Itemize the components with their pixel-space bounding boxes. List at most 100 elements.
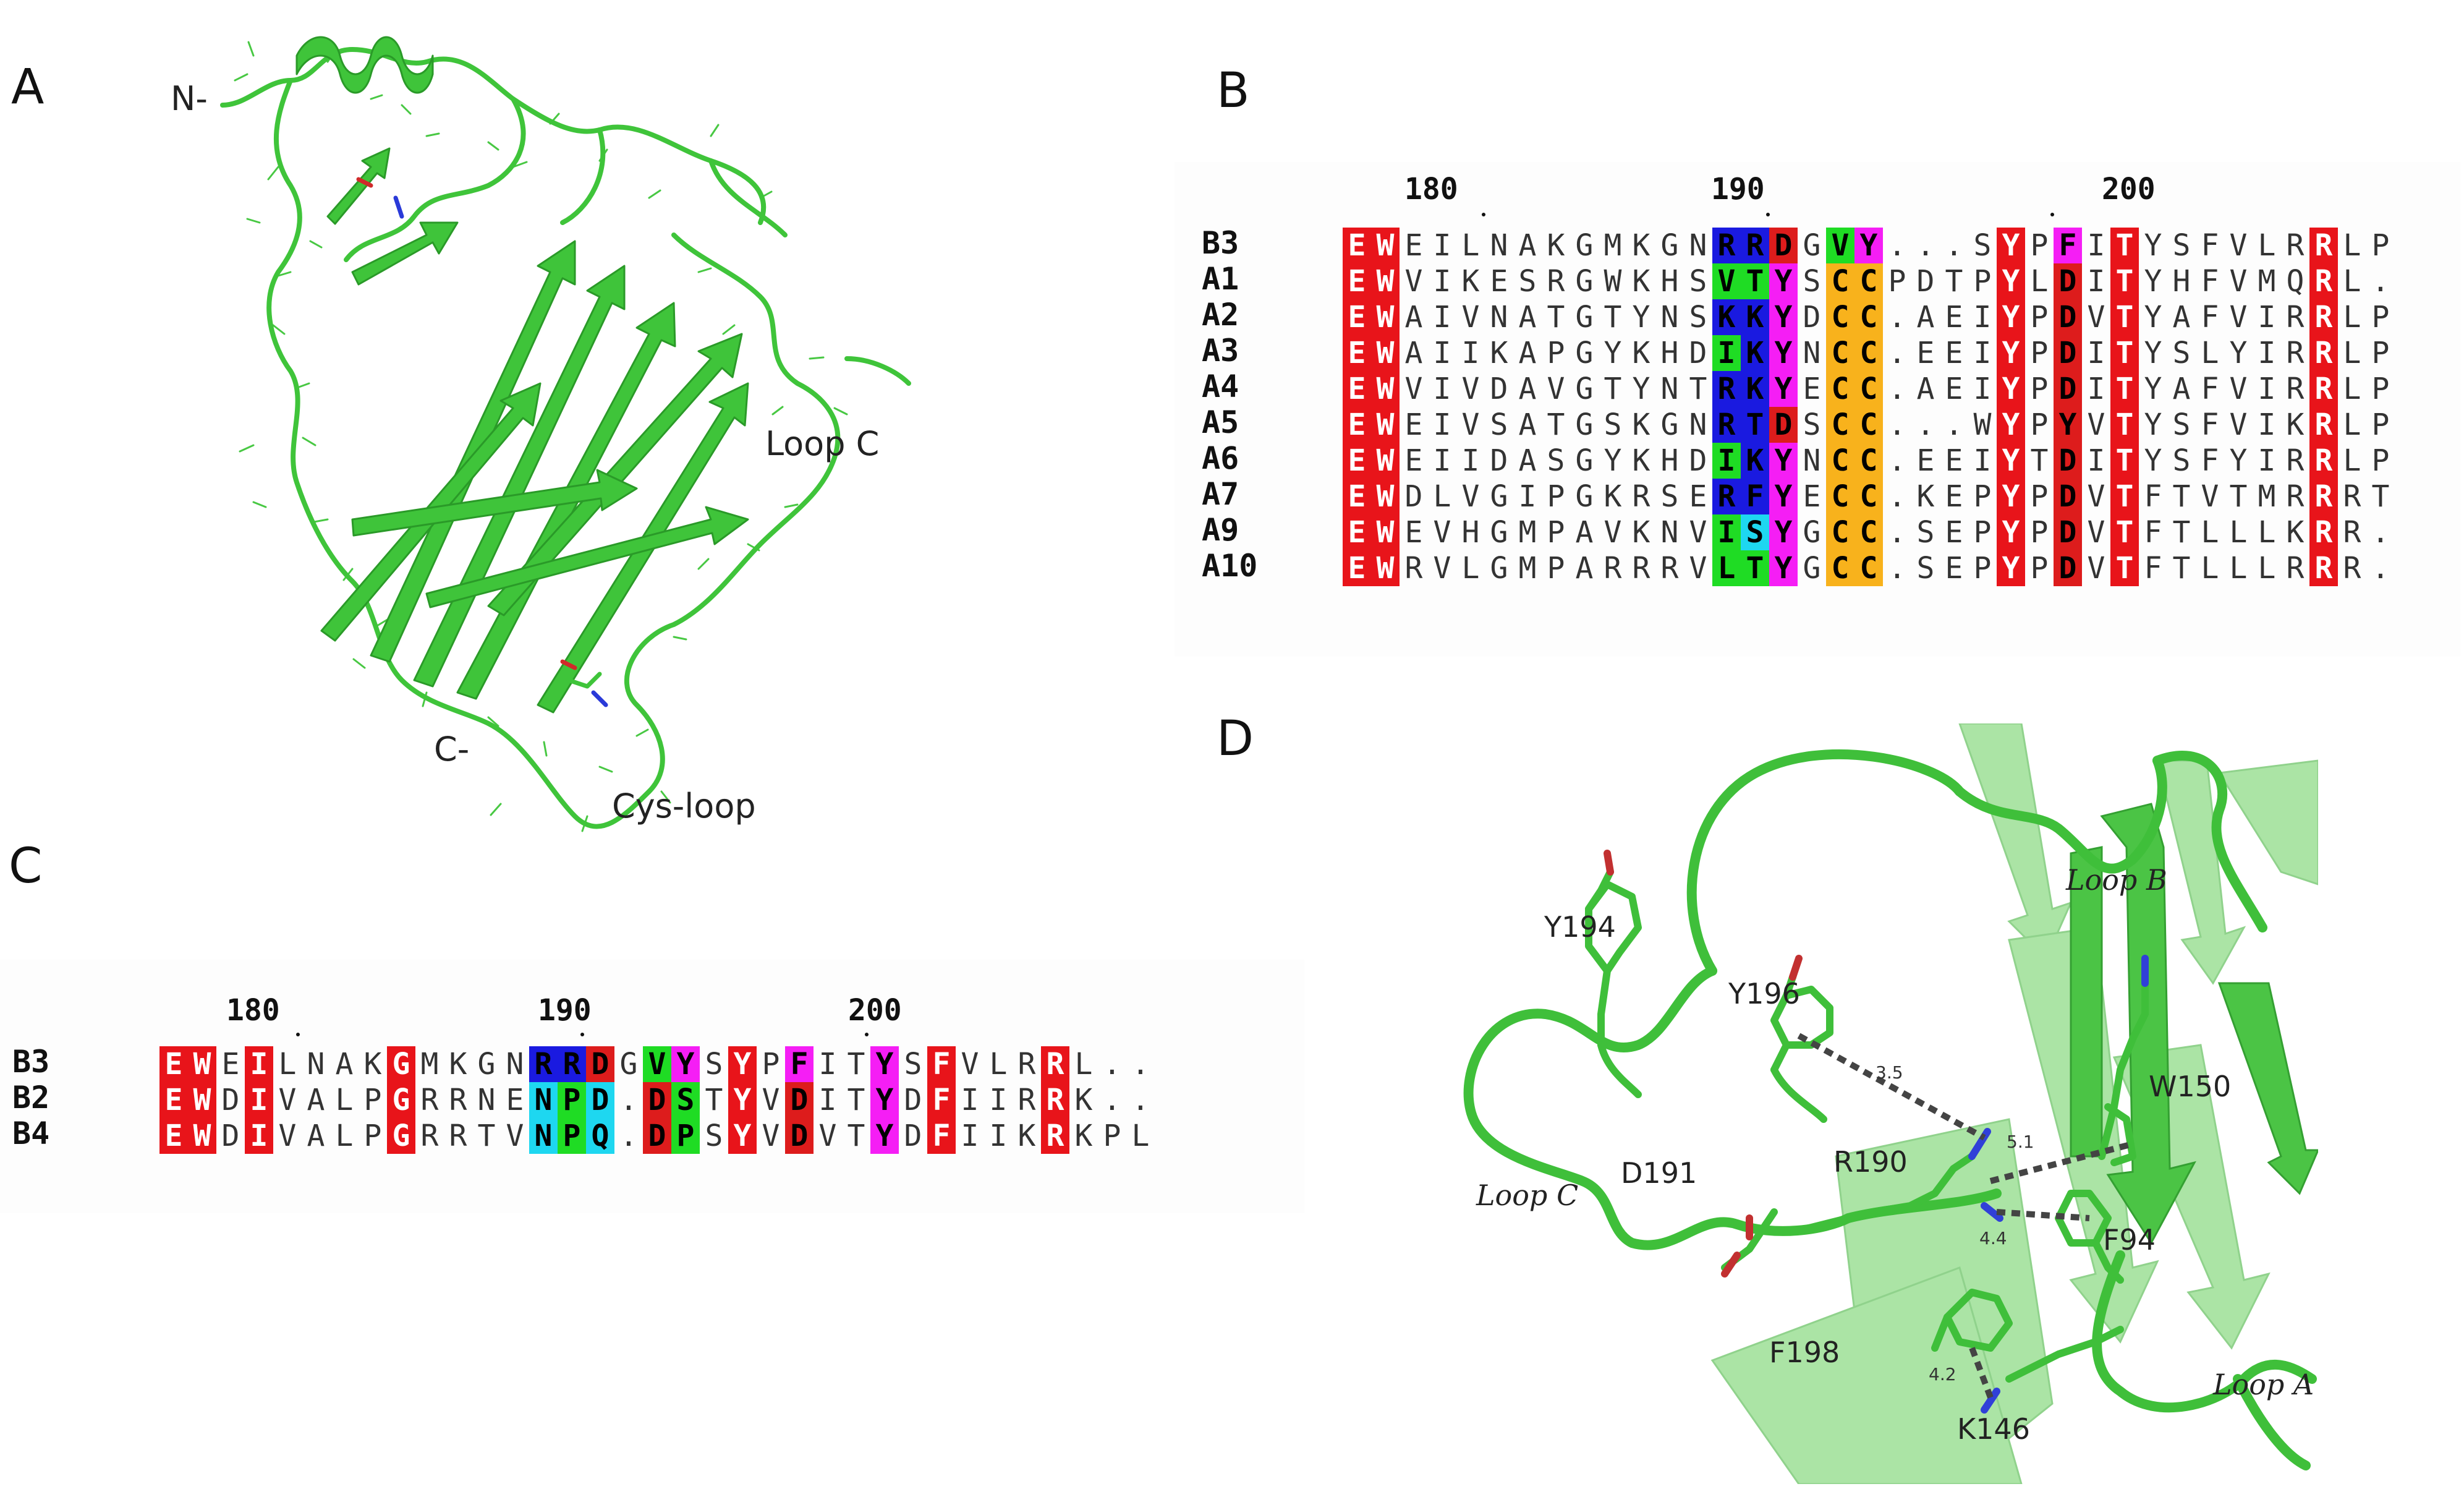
residue-cell: M [420, 1047, 439, 1082]
panel-letter-b: B [1217, 63, 1250, 119]
residue-cell: Q [586, 1118, 614, 1154]
sequence-name: B3 [12, 1044, 50, 1080]
residue-cell: W [1371, 371, 1400, 407]
residue-cell: S [1547, 443, 1565, 478]
residue-cell: I [1433, 407, 1451, 442]
residue-cell: S [1916, 515, 1935, 550]
residue-cell: K [1461, 264, 1480, 299]
residue-cell: C [1854, 371, 1883, 407]
residue-cell: P [363, 1119, 382, 1153]
residue-cell: I [2258, 443, 2276, 478]
residue-cell: V [1604, 515, 1622, 550]
sequence-name: B2 [12, 1080, 50, 1116]
residue-cell: I [2087, 443, 2105, 478]
residue-cell: L [2201, 551, 2219, 586]
residue-cell: D [2054, 335, 2082, 371]
residue-cell: D [586, 1046, 614, 1082]
residue-cell: D [1490, 443, 1508, 478]
residue-cell: V [1712, 263, 1741, 299]
residue-cell: R [2309, 263, 2338, 299]
residue-cell: M [1518, 515, 1537, 550]
tick-190: 190 [1711, 172, 1765, 207]
residue-cell: T [1741, 550, 1769, 586]
residue-cell: R [1041, 1046, 1069, 1082]
residue-cell: V [506, 1119, 524, 1153]
residue-cell: E [1490, 264, 1508, 299]
residue-cell: E [1404, 228, 1423, 263]
residue-cell: E [1343, 479, 1371, 514]
residue-cell: G [1490, 515, 1508, 550]
residue-cell: E [1343, 514, 1371, 550]
residue-cell: Y [2229, 443, 2248, 478]
residue-cell: F [785, 1046, 814, 1082]
residue-cell: G [387, 1046, 415, 1082]
residue-cell: Y [1769, 514, 1798, 550]
residue-cell: T [2110, 228, 2139, 263]
residue-cell: R [2343, 515, 2361, 550]
residue-cell: K [1490, 336, 1508, 370]
residue-cell: V [1433, 515, 1451, 550]
sequence-row: EWVIVDAVGTYNTRKYECC.AEIYPDITYAFVIRRLPEWV… [1343, 371, 2395, 407]
residue-cell: R [529, 1046, 558, 1082]
residue-cell: R [1712, 228, 1741, 263]
residue-cell: . [1103, 1047, 1121, 1082]
residue-cell: T [2110, 479, 2139, 514]
residue-cell: C [1854, 335, 1883, 371]
residue-cell: L [2030, 264, 2049, 299]
residue-cell: K [1741, 299, 1769, 335]
residue-cell: S [1689, 264, 1707, 299]
residue-cell: F [2201, 407, 2219, 442]
residue-cell: K [2286, 407, 2305, 442]
residue-cell: R [2343, 479, 2361, 514]
residue-cell: V [2229, 300, 2248, 335]
residue-cell: Y [1997, 514, 2025, 550]
residue-cell: K [449, 1047, 467, 1082]
residue-cell: H [1660, 443, 1679, 478]
residue-cell: L [2201, 515, 2219, 550]
residue-cell: P [2030, 515, 2049, 550]
loop-b-label: Loop B [2066, 863, 2167, 897]
residue-cell: W [1973, 407, 1992, 442]
residue-cell: V [643, 1046, 671, 1082]
residue-cell: A [1518, 336, 1537, 370]
residue-cell: Y [2229, 336, 2248, 370]
residue-cell: I [2258, 407, 2276, 442]
residue-cell: D [2054, 550, 2082, 586]
residue-cell: . [1888, 443, 1906, 478]
residue-cell: . [1945, 228, 1963, 263]
residue-cell: Y [728, 1082, 757, 1118]
sequence-row: EWEILNAKGMKGNRRDGVY...SYPFITYSFVLRRLPEWE… [1343, 228, 2395, 263]
residue-cell: E [1689, 479, 1707, 514]
residue-cell: R [2286, 336, 2305, 370]
residue-cell: R [2309, 443, 2338, 479]
residue-cell: D [1769, 228, 1798, 263]
residue-cell: W [1371, 299, 1400, 335]
residue-cell: L [1131, 1119, 1150, 1153]
residue-cell: H [1461, 515, 1480, 550]
residue-cell: V [762, 1083, 780, 1117]
residue-cell: T [1604, 372, 1622, 406]
residue-cell: I [818, 1047, 837, 1082]
residue-cell: C [1826, 371, 1854, 407]
residue-cell: T [847, 1083, 865, 1117]
residue-cell: N [1689, 228, 1707, 263]
residue-cell: P [558, 1118, 586, 1154]
residue-cell: T [1547, 300, 1565, 335]
residue-cell: K [1712, 299, 1741, 335]
residue-cell: V [1689, 551, 1707, 586]
sequence-name: B3 [1202, 225, 1239, 261]
residue-cell: L [2343, 443, 2361, 478]
residue-cell: . [1888, 336, 1906, 370]
distance-label: 4.4 [1979, 1228, 2007, 1248]
residue-cell: E [1404, 443, 1423, 478]
residue-cell: Y [1769, 335, 1798, 371]
residue-cell: T [2172, 479, 2191, 514]
sequence-row: EWDLVGIPGKRSERFYECC.KEPYPDVTFTVTMRRRTEWD… [1343, 479, 2395, 514]
residue-cell: Y [1769, 550, 1798, 586]
residue-cell: P [2030, 551, 2049, 586]
sequence-name: A2 [1202, 297, 1239, 333]
residue-cell: R [1660, 551, 1679, 586]
residue-r190: R190 [1833, 1145, 1908, 1179]
residue-d191: D191 [1621, 1156, 1697, 1190]
